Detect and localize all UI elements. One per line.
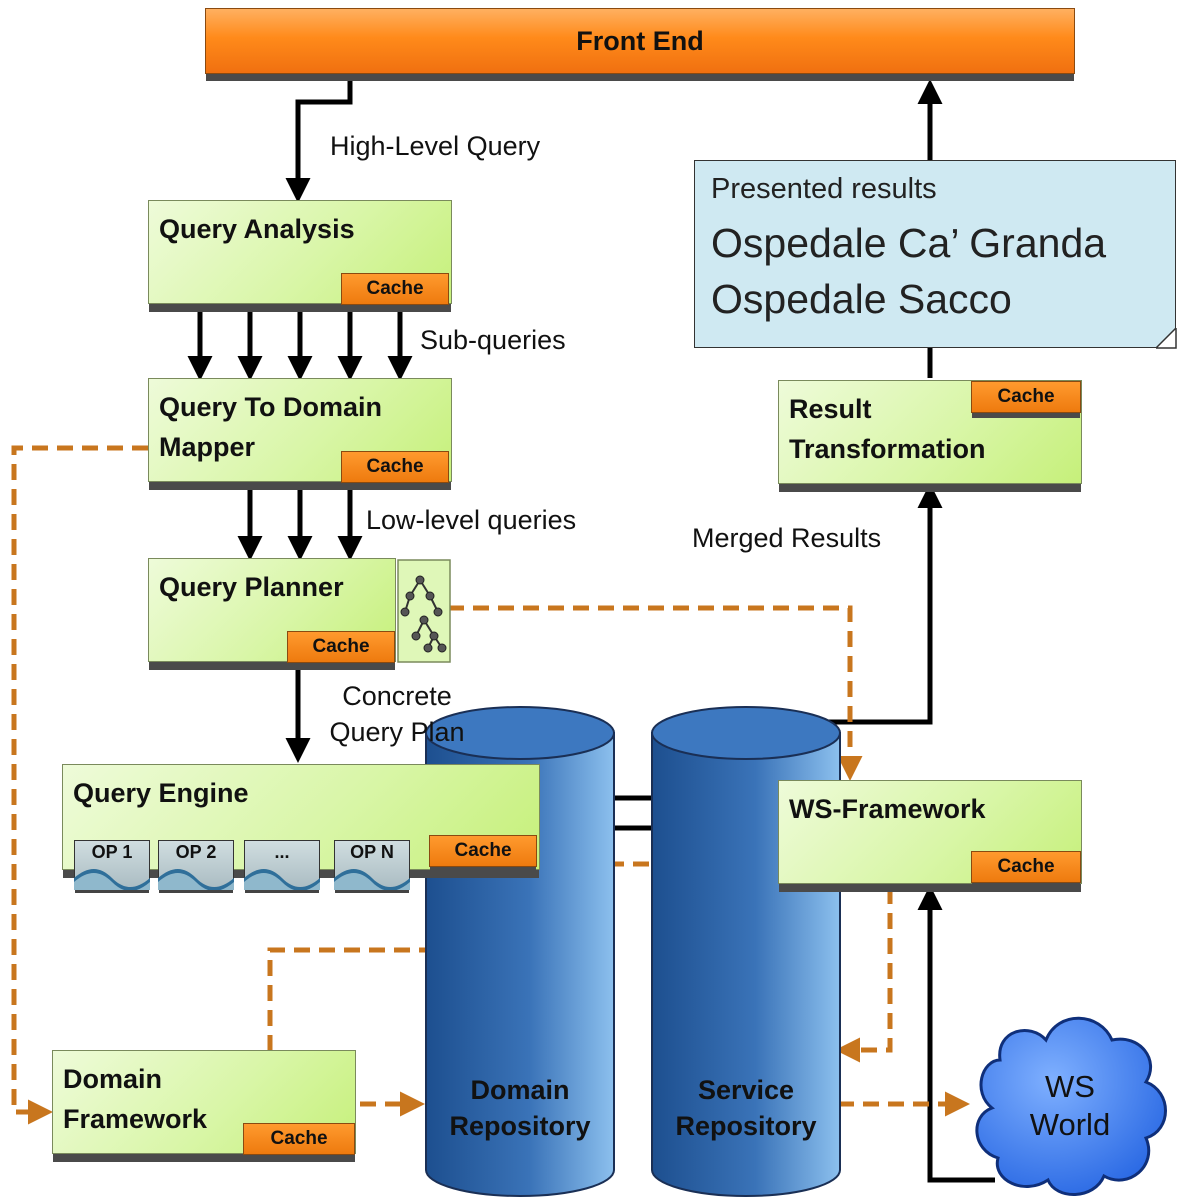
dashed-planner-to-ws [448,605,863,781]
presented-result-item: Ospedale Ca’ Granda [711,220,1107,266]
domain-framework-cache: Cache [243,1123,355,1155]
presented-results-heading: Presented results [711,173,937,205]
note-fold-icon [1156,328,1177,349]
label-low-level-queries: Low-level queries [366,505,577,535]
result-transformation-cache: Cache [971,381,1081,413]
operator-n-label: OP N [350,842,394,862]
query-planner-cache: Cache [287,631,395,663]
query-mapper-box: Query To Domain Mapper Cache [148,378,452,483]
operator-2: OP 2 [158,840,234,890]
result-transformation-box: Result Transformation Cache [778,380,1082,484]
dashed-mapper-to-domain-framework [11,445,148,1125]
arrow-world-to-ws [917,885,995,1183]
query-engine-cache: Cache [429,835,537,867]
domain-framework-box: Domain Framework Cache [52,1050,356,1155]
domain-repository-label: Domain Repository [449,1075,591,1141]
query-planner-title: Query Planner [159,572,344,602]
arrow-front-to-analysis [285,74,353,203]
query-mapper-title: Query To Domain Mapper [159,392,383,462]
presented-results-note: Presented results Ospedale Ca’ Granda Os… [694,160,1176,348]
operator-2-label: OP 2 [175,842,217,862]
query-engine-title: Query Engine [73,778,249,808]
label-high-level-query: High-Level Query [330,131,541,161]
query-planner-box: Query Planner Cache [148,558,396,663]
front-end-bar: Front End [205,8,1075,74]
result-transformation-title: Result Transformation [789,394,986,464]
presented-results-list: Ospedale Ca’ Granda Ospedale Sacco [711,215,1106,327]
label-concrete-query-plan: Concrete Query Plan [329,681,465,747]
label-sub-queries: Sub-queries [420,325,566,355]
ws-framework-title: WS-Framework [789,794,986,824]
operator-ellipsis: ... [244,840,320,890]
ws-world-label: WS World [1029,1069,1111,1142]
query-analysis-title: Query Analysis [159,214,355,244]
query-analysis-cache: Cache [341,273,449,305]
query-analysis-box: Query Analysis Cache [148,200,452,305]
operator-1-label: OP 1 [91,842,133,862]
operator-1: OP 1 [74,840,150,890]
dashed-ws-to-service-repo [835,888,893,1063]
operator-n: OP N [334,840,410,890]
ws-framework-box: WS-Framework Cache [778,780,1082,884]
ws-world-cloud-icon [975,1016,1167,1196]
ws-framework-cache: Cache [971,851,1081,883]
service-repository-label: Service Repository [675,1075,817,1141]
query-mapper-cache: Cache [341,451,449,483]
domain-framework-title: Domain Framework [63,1064,208,1134]
tree-icon [397,559,451,663]
operator-ellipsis-label: ... [274,842,290,862]
label-merged-results: Merged Results [692,523,882,553]
presented-result-item: Ospedale Sacco [711,276,1012,322]
